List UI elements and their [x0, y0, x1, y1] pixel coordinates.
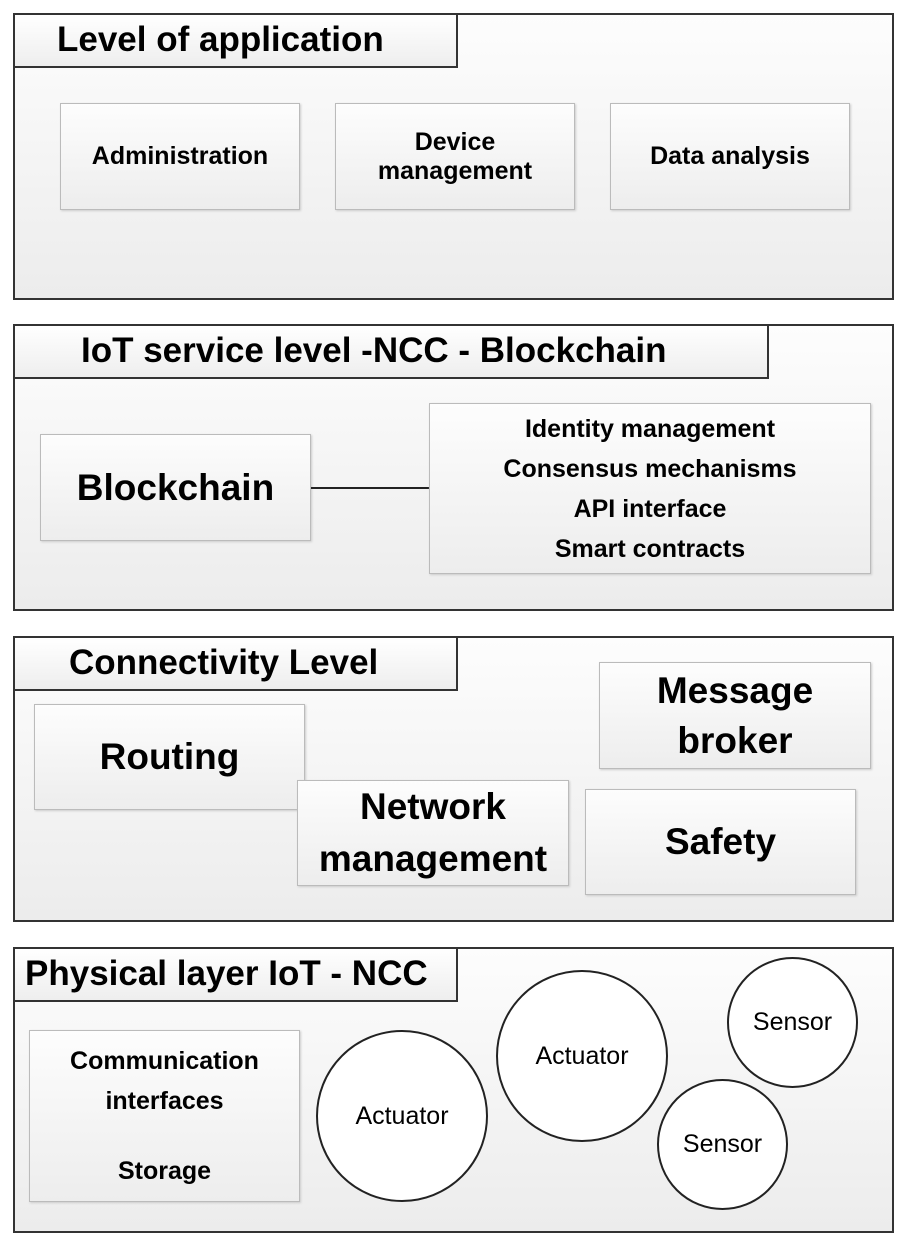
panel-title: Physical layer IoT - NCC [15, 949, 458, 1002]
storage-label: Storage [117, 1157, 212, 1185]
blockchain-box: Blockchain [40, 434, 311, 541]
blockchain-features-box: Identity management Consensus mechanisms… [429, 403, 871, 574]
actuator-circle: Actuator [496, 970, 668, 1142]
actuator-circle: Actuator [316, 1030, 488, 1202]
network-management-box: Network management [297, 780, 569, 886]
safety-box: Safety [585, 789, 856, 895]
feature-item: Smart contracts [554, 534, 746, 563]
sensor-circle: Sensor [727, 957, 858, 1088]
communication-interfaces-label: Communication interfaces [70, 1047, 259, 1115]
administration-box: Administration [60, 103, 300, 210]
communication-storage-box: Communication interfaces Storage [29, 1030, 300, 1202]
routing-box: Routing [34, 704, 305, 810]
sensor-circle: Sensor [657, 1079, 788, 1210]
connector-line [311, 487, 429, 489]
feature-item: Consensus mechanisms [503, 454, 797, 483]
panel-title: IoT service level -NCC - Blockchain [15, 326, 769, 379]
data-analysis-box: Data analysis [610, 103, 850, 210]
feature-item: Identity management [524, 414, 776, 443]
message-broker-box: Message broker [599, 662, 871, 769]
panel-title: Connectivity Level [15, 638, 458, 691]
panel-title: Level of application [15, 15, 458, 68]
feature-item: API interface [573, 494, 727, 523]
device-management-box: Device management [335, 103, 575, 210]
